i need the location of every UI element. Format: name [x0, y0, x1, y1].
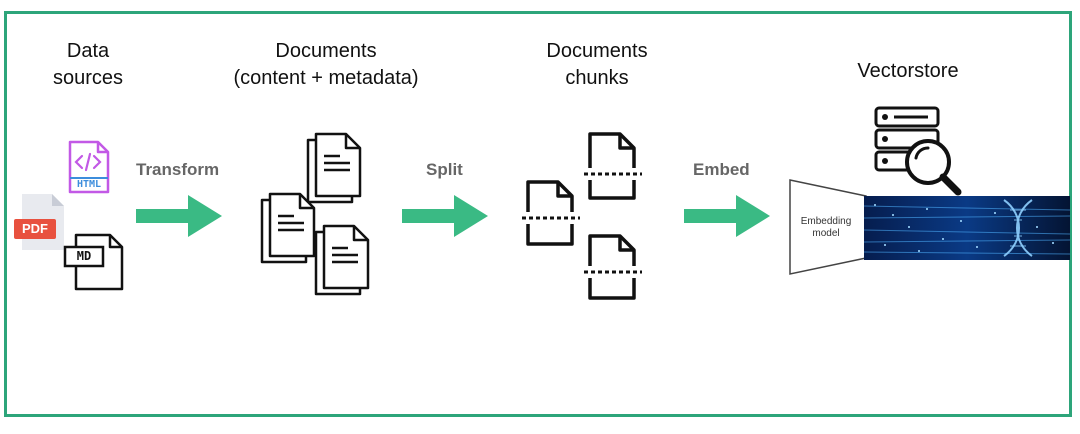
documents-label: Documents (content + metadata): [218, 38, 434, 92]
data-sources-line1: Data: [66, 40, 110, 62]
md-file-icon: MD: [62, 232, 130, 292]
vector-data-image: [864, 196, 1070, 260]
chunks-line1: Documents: [546, 40, 648, 62]
pdf-file-icon: PDF: [12, 192, 68, 254]
transform-label: Transform: [136, 160, 220, 179]
split-label: Split: [426, 160, 463, 179]
document-stack-icon: [314, 224, 370, 296]
embed-arrow-icon: [684, 195, 770, 237]
document-stack-icon: [260, 192, 316, 264]
html-badge: HTML: [76, 179, 102, 190]
md-badge: MD: [76, 249, 92, 263]
document-chunk-icon: [584, 132, 642, 200]
data-sources-line2: sources: [52, 67, 124, 89]
embedding-line1: Embedding: [800, 216, 852, 227]
embed-label: Embed: [693, 160, 750, 179]
document-chunk-icon: [584, 234, 642, 300]
vectorstore-label: Vectorstore: [857, 60, 959, 82]
data-sources-label: Data sources: [38, 38, 138, 92]
documents-chunks-label: Documents chunks: [530, 38, 664, 92]
database-search-icon: [874, 106, 962, 196]
documents-line2: (content + metadata): [233, 67, 419, 89]
document-stack-icon: [306, 132, 362, 204]
document-chunk-icon: [522, 180, 580, 246]
embedding-model-label: Embedding model: [794, 216, 858, 240]
chunks-line2: chunks: [565, 67, 629, 89]
embedding-line2: model: [812, 228, 840, 239]
html-file-icon: HTML: [64, 140, 114, 196]
split-arrow-icon: [402, 195, 488, 237]
transform-arrow-icon: [136, 195, 222, 237]
documents-line1: Documents: [275, 40, 377, 62]
pdf-badge: PDF: [22, 221, 48, 236]
